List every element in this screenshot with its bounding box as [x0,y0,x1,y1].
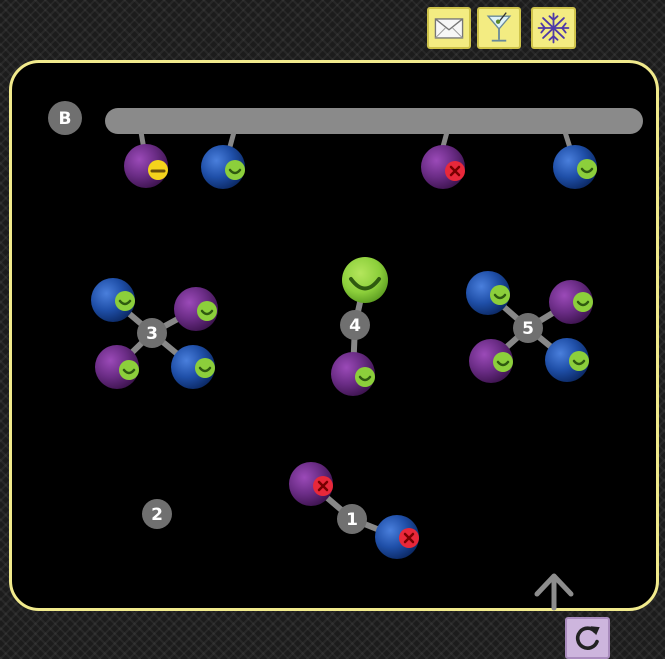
molecule-label: 4 [349,316,361,336]
bar-atoms [138,131,575,156]
atom[interactable] [289,462,333,506]
molecule-5[interactable]: 5 [466,271,593,383]
molecule-label: 2 [151,505,163,525]
molecule-2[interactable]: 2 [142,499,172,529]
molecule-label-badge [137,318,167,348]
happy-face-icon [573,292,593,312]
mail-button[interactable] [427,7,471,49]
atom[interactable] [469,339,513,383]
freeze-button[interactable] [531,7,576,49]
molecule-label-badge [337,504,367,534]
bar-atom[interactable] [553,145,597,189]
happy-face-icon [119,360,139,380]
bar-atom[interactable] [124,144,168,188]
happy-face-icon [115,291,135,311]
cocktail-glass-icon [486,12,512,42]
molecule-1[interactable]: 1 [289,462,419,559]
bar-atom[interactable] [421,145,465,189]
refresh-icon [575,626,600,650]
happy-face-icon [225,160,245,180]
happy-face-icon [490,285,510,305]
game-board[interactable] [9,60,659,611]
happy-face-icon [577,159,597,179]
atom[interactable] [342,257,388,303]
molecule-label: 5 [522,319,534,339]
atom[interactable] [466,271,510,315]
snowflake-icon [537,12,570,44]
atom[interactable] [91,278,135,322]
up-arrow-icon[interactable] [534,573,574,611]
atom[interactable] [375,515,419,559]
atom[interactable] [331,352,375,396]
molecule-label-badge [142,499,172,529]
molecule-label: 1 [346,510,358,530]
happy-face-icon [195,358,215,378]
atom[interactable] [95,345,139,389]
bar-label: B [59,109,72,129]
molecule-3[interactable]: 3 [91,278,218,389]
happy-face-icon [355,367,375,387]
molecule-label-badge [513,313,543,343]
atom[interactable] [549,280,593,324]
reset-button[interactable] [565,617,610,659]
cocktail-button[interactable] [477,7,521,49]
bar-atom[interactable] [201,145,245,189]
bar-label-badge [48,101,82,135]
envelope-icon [434,18,464,39]
bar-b[interactable]: B [48,101,643,135]
happy-face-icon [493,352,513,372]
atom[interactable] [174,287,218,331]
atom[interactable] [545,338,589,382]
happy-face-icon [197,301,217,321]
happy-face-icon [569,351,589,371]
molecule-4[interactable]: 4 [331,257,388,396]
atom[interactable] [171,345,215,389]
molecule-label: 3 [146,324,158,344]
big-smile-face-icon [342,257,388,303]
molecule-label-badge [340,310,370,340]
